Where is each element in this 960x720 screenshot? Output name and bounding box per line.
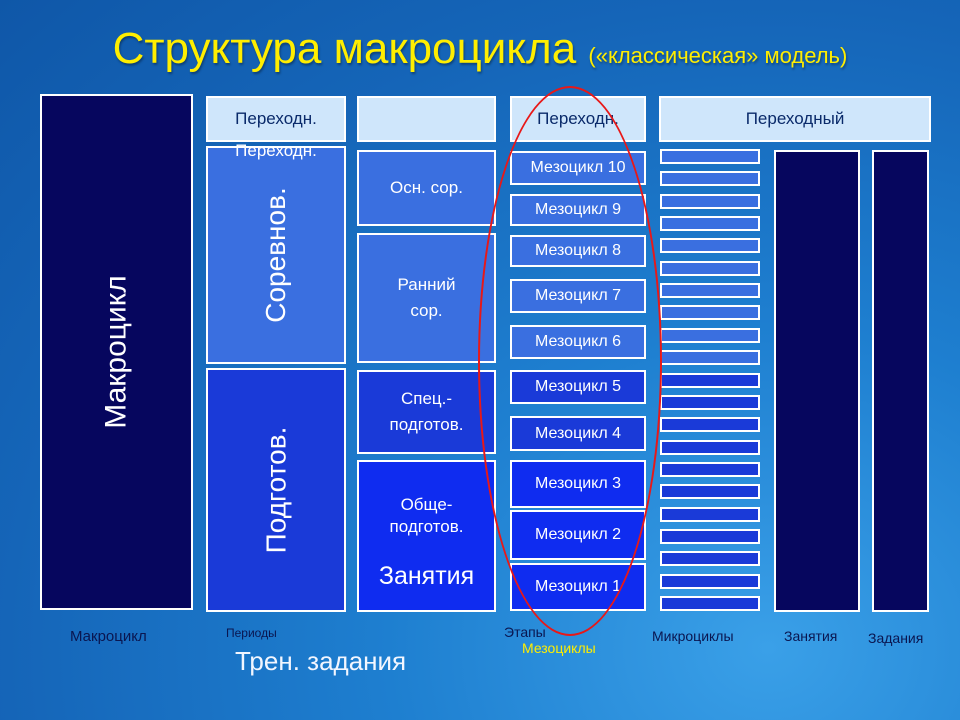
stage-early-comp-label: Ранний сор. [397, 275, 456, 320]
caption-training-tasks: Трен. задания [235, 646, 407, 676]
transition-header: Переходный [659, 96, 931, 142]
stage-early-comp: Ранний сор. [357, 233, 496, 363]
caption-macrocycle: Макроцикл [70, 628, 147, 645]
period-competition: Соревнов. [206, 146, 346, 364]
macrocycle-label: Макроцикл [99, 275, 133, 429]
caption-stages: Этапы [504, 624, 546, 640]
microcycle-bar [660, 216, 760, 232]
period-preparation: Подготов. [206, 368, 346, 612]
microcycle-bar [660, 394, 760, 410]
microcycle-bar [660, 238, 760, 254]
macrocycle-block: Макроцикл [40, 94, 193, 610]
stage-main-comp-label: Осн. сор. [390, 178, 463, 197]
stage-sessions-overlay: Занятия [378, 562, 475, 590]
caption-periods: Периоды [226, 626, 277, 640]
microcycle-bar [660, 484, 760, 500]
tasks-block [872, 150, 929, 612]
period-competition-label: Соревнов. [259, 187, 291, 323]
period-transition-overlay: Переходн. [235, 141, 317, 160]
stage-general-prep-label: Обще-подготов. [389, 495, 464, 536]
microcycle-bar [660, 506, 760, 522]
page-title: Структура макроцикла («классическая» мод… [0, 24, 960, 74]
stage-transition [357, 96, 496, 142]
microcycle-bar [660, 573, 760, 589]
caption-tasks: Задания [868, 630, 924, 646]
period-preparation-label: Подготов. [260, 426, 291, 554]
title-main: Структура макроцикла [112, 24, 577, 73]
stage-special-prep-label: Спец.-подготов. [389, 389, 464, 434]
microcycle-bar [660, 350, 760, 366]
title-subtitle: («классическая» модель) [588, 43, 848, 68]
period-transition-label: Переходн. [235, 109, 317, 128]
stage-general-prep: Обще-подготов. [357, 460, 496, 612]
microcycle-bar [660, 372, 760, 388]
caption-microcycles: Микроциклы [652, 628, 734, 644]
microcycle-bar [660, 461, 760, 477]
microcycle-bar [660, 596, 760, 611]
period-transition: Переходн. [206, 96, 346, 142]
microcycle-bar [660, 305, 760, 321]
microcycle-bar [660, 439, 760, 455]
mesocycles-highlight-ellipse [478, 86, 662, 636]
microcycle-bar [660, 528, 760, 544]
stage-special-prep: Спец.-подготов. [357, 370, 496, 454]
microcycle-bar [660, 149, 760, 164]
microcycle-bar [660, 551, 760, 567]
sessions-block [774, 150, 860, 612]
microcycle-bar [660, 327, 760, 343]
transition-header-label: Переходный [745, 109, 845, 128]
caption-mesocycles: Мезоциклы [522, 640, 596, 656]
microcycle-bar [660, 193, 760, 209]
stage-main-comp: Осн. сор. [357, 150, 496, 226]
microcycle-bar [660, 171, 760, 187]
microcycle-bar [660, 260, 760, 276]
microcycle-bar [660, 283, 760, 299]
caption-sessions: Занятия [784, 628, 838, 644]
microcycle-bar [660, 417, 760, 433]
